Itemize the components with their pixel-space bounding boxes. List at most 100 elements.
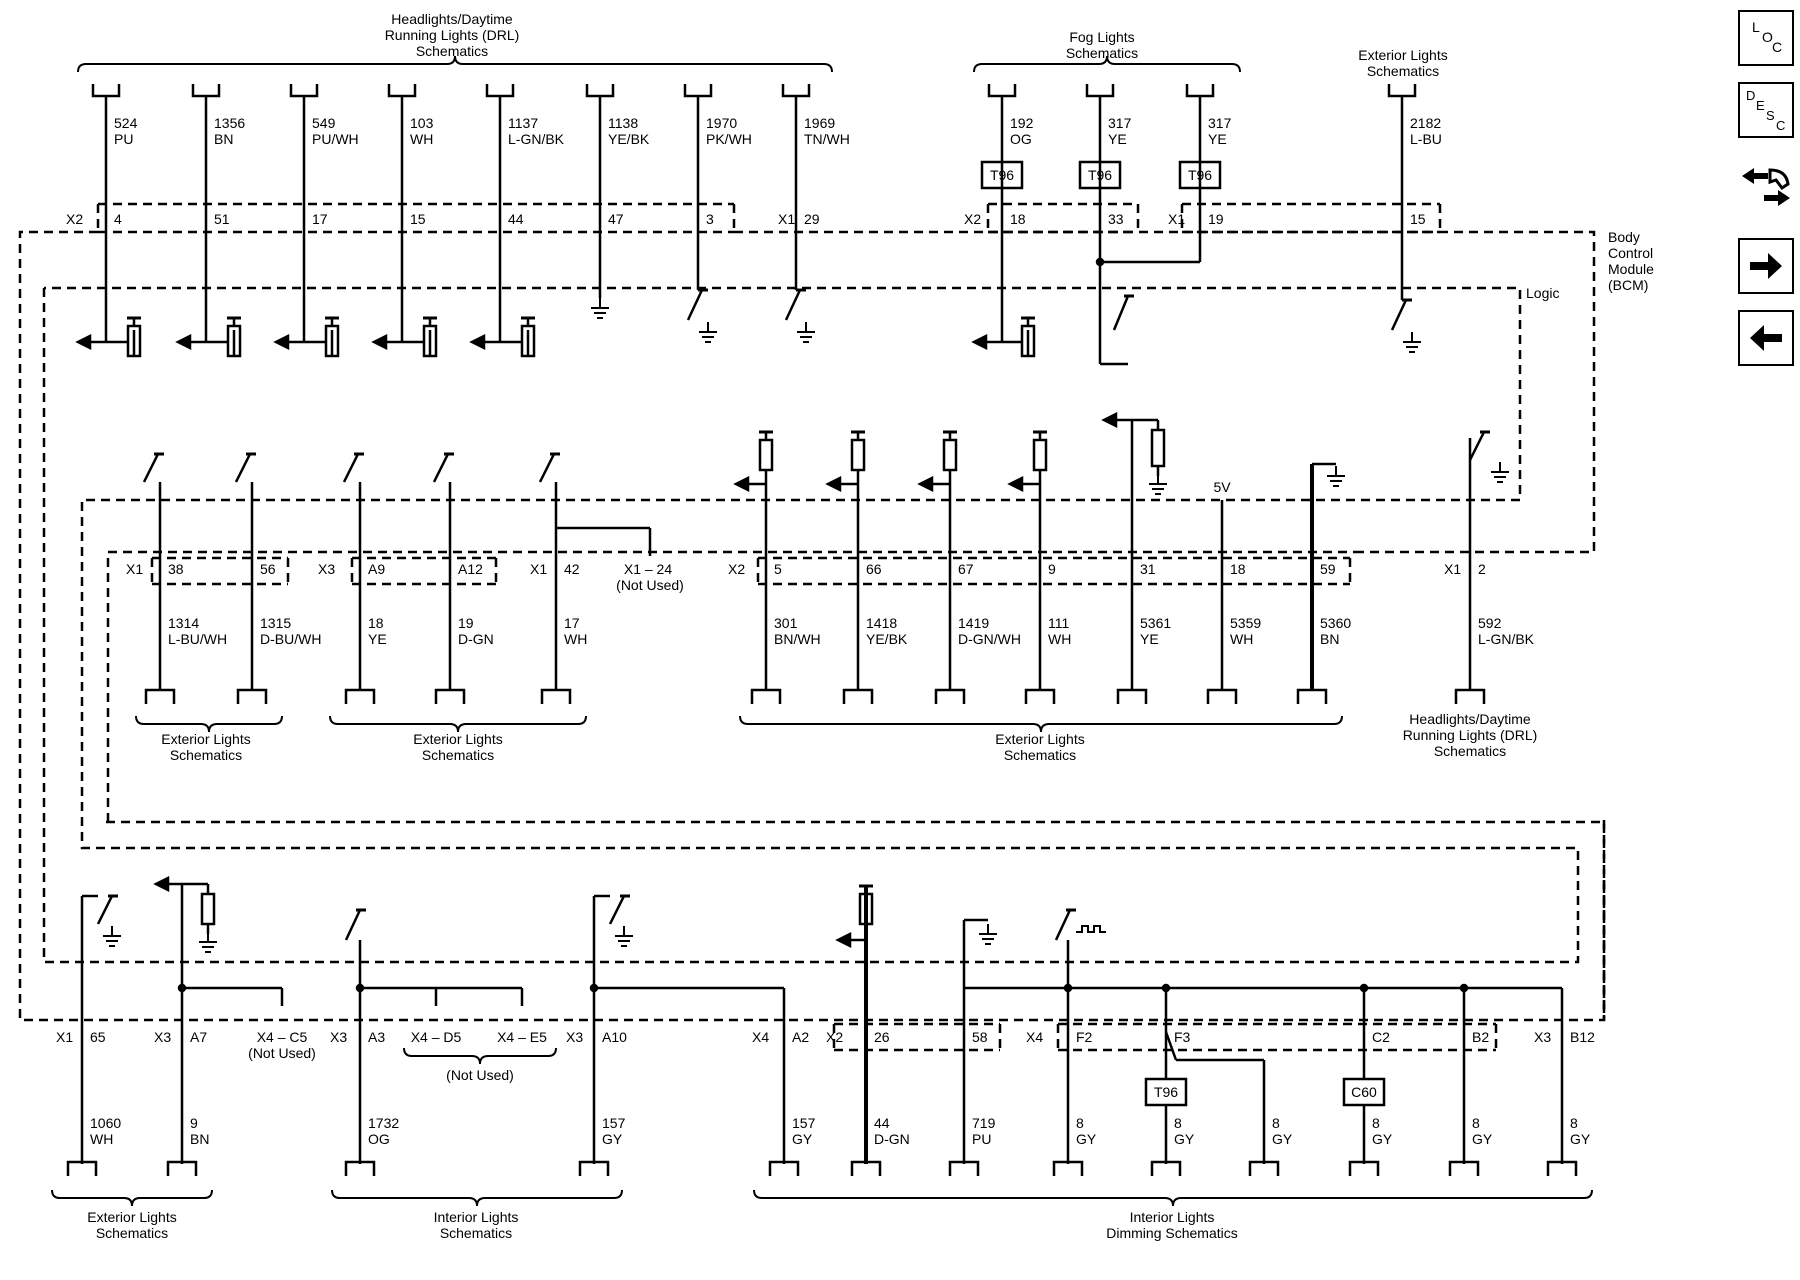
mid-wire-circuit: 1314 [168,615,199,631]
source-label: Exterior Lights [87,1209,176,1225]
connector-terminal [289,84,319,98]
source-label: Fog Lights [1069,29,1134,45]
connector-label: X1 [56,1029,73,1045]
module-name: Control [1608,245,1653,261]
connector-terminal [1546,1160,1578,1176]
source-label: Headlights/Daytime [391,11,513,27]
top-wire-circuit: 1137 [508,115,538,131]
pin-number: 19 [1208,211,1224,227]
connector-label: X3 [154,1029,171,1045]
bot-wire-color: GY [792,1131,813,1147]
source-label: Schematics [96,1225,168,1241]
mid-wire-color: BN/WH [774,631,821,647]
mid-wire-circuit: 592 [1478,615,1502,631]
c60-box [1342,1077,1386,1107]
mid-wire-circuit: 18 [368,615,384,631]
brace [77,55,833,73]
connector-label: X2 [66,211,83,227]
pin-number: 15 [1410,211,1426,227]
next-button[interactable] [1738,238,1794,294]
pin-number: 18 [1230,561,1246,577]
connector-terminal [1348,1160,1380,1176]
brace [329,715,587,733]
mid-wire-color: D-GN/WH [958,631,1021,647]
arrow-head [469,333,486,351]
connector-terminal [948,1160,980,1176]
bot-wire-color: PU [972,1131,991,1147]
source-label: Schematics [416,43,488,59]
brace [51,1189,213,1207]
pin-number: 66 [866,561,882,577]
bot-wire-circuit: 9 [190,1115,198,1131]
pin-number: 4 [114,211,122,227]
unused-pin: X4 – D5 [411,1029,462,1045]
voltage-label: 5V [1213,479,1231,495]
splice [1095,257,1105,267]
pin-number: A9 [368,561,385,577]
connector-terminal [485,84,515,98]
mid-wire-color: WH [1048,631,1071,647]
mid-wire-color: D-GN [458,631,494,647]
connector-terminal [1116,688,1148,704]
pin-number: 56 [260,561,276,577]
connector-terminal [750,688,782,704]
connector-terminal [434,688,466,704]
switch-blade [538,453,556,483]
mid-wire-circuit: 19 [458,615,474,631]
connector-terminal [236,688,268,704]
desc-button[interactable]: D E S C [1738,82,1794,138]
top-wire-circuit: 1970 [706,115,737,131]
pin-number: B2 [1472,1029,1489,1045]
unused-pin: X4 – E5 [497,1029,547,1045]
mid-wire-circuit: 1419 [958,615,989,631]
pin-number: 67 [958,561,974,577]
connector-terminal [144,688,176,704]
pin-number: 47 [608,211,624,227]
splice [1161,983,1171,993]
brace [135,715,283,733]
mid-wire-circuit: 1315 [260,615,291,631]
t96-box [1144,1077,1188,1107]
module-name: Body [1608,229,1640,245]
top-wire-color: YE/BK [608,131,650,147]
loc-button[interactable]: L O C [1738,10,1794,66]
top-wire-circuit: 317 [1208,115,1232,131]
pin-number: 58 [972,1029,988,1045]
connector-view-button[interactable] [1738,160,1794,216]
arrow-left-icon [1750,325,1782,351]
pin-number: 5 [774,561,782,577]
switch-blade [1054,909,1072,941]
connector-label: X4 [752,1029,769,1045]
connector-terminal [1387,84,1417,98]
connector-terminal [1024,688,1056,704]
mid-wire-circuit: 5359 [1230,615,1261,631]
logic-label: Logic [1526,285,1559,301]
bot-wire-circuit: 157 [602,1115,626,1131]
loc-letter: O [1762,29,1773,45]
top-wire-circuit: 103 [410,115,434,131]
previous-button[interactable] [1738,310,1794,366]
top-wire-circuit: 2182 [1410,115,1441,131]
module-boundary [42,286,1580,964]
module-boundary [18,230,1606,1022]
resistor [1032,438,1048,472]
connector-label: X2 [728,561,745,577]
source-label: Running Lights (DRL) [1403,727,1538,743]
connector-terminal [91,84,121,98]
top-wire-circuit: 192 [1010,115,1034,131]
top-wire-color: PU [114,131,133,147]
bot-wire-color: GY [1076,1131,1097,1147]
switch-blade [342,453,360,483]
source-label: Exterior Lights [1358,47,1447,63]
source-label: Schematics [1004,747,1076,763]
splice [1459,983,1469,993]
module-name: (BCM) [1608,277,1648,293]
connector-label: X1 [778,211,795,227]
resistor [200,892,216,926]
switch-blade [432,453,450,483]
loc-icon: L O C [1752,19,1782,55]
splice [1063,983,1073,993]
connector-terminal [842,688,874,704]
resistor [942,438,958,472]
